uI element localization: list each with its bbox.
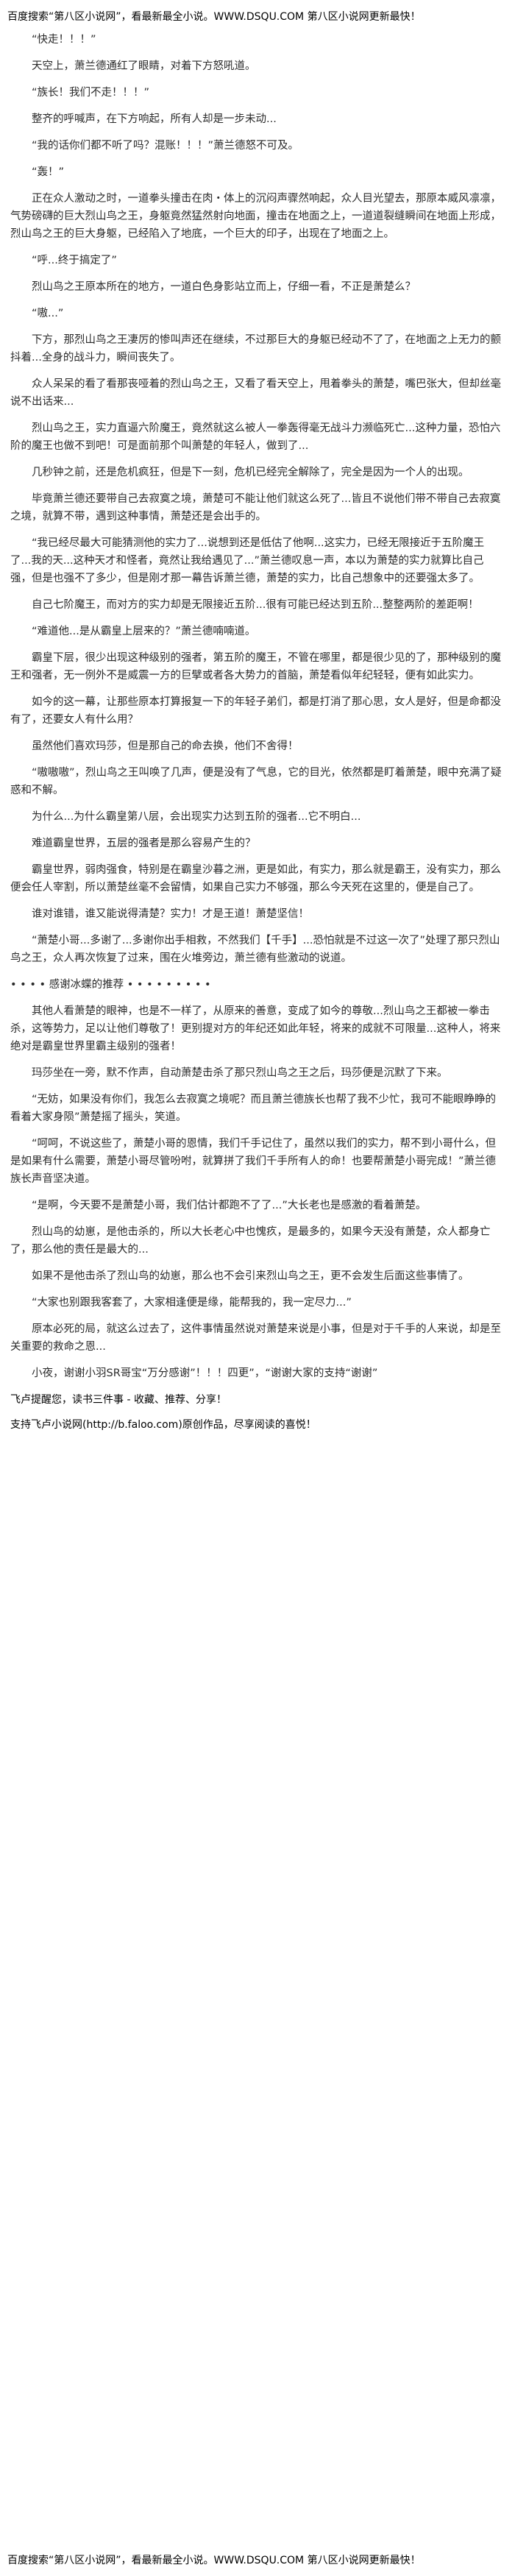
para-19: 霸皇下层，很少出现这种级别的强者，第五阶的魔王，不管在哪里，都是很少见的了，那种… xyxy=(10,652,501,682)
para-23: 为什么...为什么霸皇第八层，会出现实力达到五阶的强者...它不明白... xyxy=(32,811,361,823)
para-26: 谁对谁错，谁又能说得清楚？实力！才是王道！萧楚坚信！ xyxy=(32,908,309,920)
para-16: “我已经尽最大可能猜测他的实力了...说想到还是低估了他啊...这实力，已经无限… xyxy=(10,537,485,584)
para-18: “难道他...是从霸皇上层来的？”萧兰德喃喃道。 xyxy=(32,626,256,637)
para-13: 烈山鸟之王，实力直逼六阶魔王，竟然就这么被人一拳轰得毫无战斗力濒临死亡...这种… xyxy=(10,422,501,452)
site-banner-top: 百度搜索“第八区小说网”，看最新最全小说。WWW.DSQU.COM 第八区小说网… xyxy=(7,11,421,23)
para-36: “大家也别跟我客套了，大家相逢便是缘，能帮我的，我一定尽力...” xyxy=(32,1297,352,1309)
para-27: “萧楚小哥...多谢了...多谢你出手相救，不然我们【千手】...恐怕就是不过这… xyxy=(10,935,500,964)
para-1: “快走！！！” xyxy=(32,34,96,46)
para-30: 玛莎坐在一旁，默不作声，自动萧楚击杀了那只烈山鸟之王之后，玛莎便是沉默了下来。 xyxy=(32,1067,448,1079)
site-banner-bottom: 百度搜索“第八区小说网”，看最新最全小说。WWW.DSQU.COM 第八区小说网… xyxy=(7,2555,421,2566)
para-35: 如果不是他击杀了烈山鸟的幼崽，那么也不会引来烈山鸟之王，更不会发生后面这些事情了… xyxy=(32,1270,469,1282)
para-12: 众人呆呆的看了看那丧哑着的烈山鸟之王，又看了看天空上，甩着拳头的萧楚，嘴巴张大，… xyxy=(10,378,501,408)
para-14: 几秒钟之前，还是危机疯狂，但是下一刻，危机已经完全解除了，完全是因为一个人的出现… xyxy=(32,467,469,478)
para-8: “呼...终于搞定了” xyxy=(32,255,117,266)
para-7: 正在众人激动之时，一道拳头撞击在肉・体上的沉闷声骤然响起，众人目光望去，那原本威… xyxy=(10,193,501,240)
para-33: “是啊，今天要不是萧楚小哥，我们估计都跑不了了...”大长老也是感激的看着萧楚。 xyxy=(32,1200,427,1211)
para-15: 毕竟萧兰德还要带自己去寂寞之境，萧楚可不能让他们就这么死了...皆且不说他们带不… xyxy=(10,493,501,523)
article-body: “快走！！！” 天空上，萧兰德通红了眼睛，对着下方怒吼道。 “族长！我们不走！！… xyxy=(10,31,503,2548)
para-38: 小夜，谢谢小羽SR哥宝“万分感谢”！！！四更”，“谢谢大家的支持“谢谢” xyxy=(32,1367,378,1379)
para-11: 下方，那烈山鸟之王凄厉的惨叫声还在继续，不过那巨大的身躯已经动不了了，在地面之上… xyxy=(10,334,501,364)
para-22: “嗷嗷嗷”，烈山鸟之王叫唤了几声，便是没有了气息，它的目光，依然都是盯着萧楚，眼… xyxy=(10,767,502,796)
para-28: • • • • 感谢冰蝶的推荐 • • • • • • • • • xyxy=(10,979,211,991)
para-37: 原本必死的局，就这么过去了，这件事情虽然说对萧楚来说是小事，但是对于千手的人来说… xyxy=(10,1323,501,1353)
para-34: 烈山鸟的幼崽，是他击杀的，所以大长老心中也愧疚，是最多的，如果今天没有萧楚，众人… xyxy=(10,1226,491,1256)
para-9: 烈山鸟之王原本所在的地方，一道白色身影站立而上，仔细一看，不正是萧楚么？ xyxy=(32,281,416,293)
para-32: “呵呵，不说这些了，萧楚小哥的恩情，我们千手记住了，虽然以我们的实力，帮不到小哥… xyxy=(10,1138,497,1185)
para-21: 虽然他们喜欢玛莎，但是那自己的命去换，他们不舍得！ xyxy=(32,740,299,752)
para-25: 霸皇世界，弱肉强食，特别是在霸皇沙暮之洲，更是如此，有实力，那么就是霸王，没有实… xyxy=(10,864,501,894)
para-10: “嗷...” xyxy=(32,308,64,319)
para-3: “族长！我们不走！！！” xyxy=(32,87,150,99)
faloo-reminder: 飞卢提醒您，读书三件事 - 收藏、推荐、分享！ xyxy=(10,1394,227,1406)
para-24: 难道霸皇世界，五层的强者是那么容易产生的？ xyxy=(32,838,256,849)
para-20: 如今的这一幕，让那些原本打算报复一下的年轻子弟们，都是打消了那心思，女人是好，但… xyxy=(10,696,501,726)
para-17: 自己七阶魔王，而对方的实力却是无限接近五阶...很有可能已经达到五阶...整整两… xyxy=(32,599,479,611)
para-5: “我的话你们都不听了吗？混账！！！”萧兰德怒不可及。 xyxy=(32,140,299,152)
para-6: “轰！” xyxy=(32,166,65,178)
para-4: 整齐的呼喊声，在下方响起，所有人却是一步未动... xyxy=(32,113,277,125)
para-31: “无妨，如果没有你们，我怎么去寂寞之境呢？而且萧兰德族长也帮了我不少忙，我可不能… xyxy=(10,1094,497,1123)
faloo-support: 支持飞卢小说网(http://b.faloo.com)原创作品，尽享阅读的喜悦！ xyxy=(10,1419,316,1431)
para-2: 天空上，萧兰德通红了眼睛，对着下方怒吼道。 xyxy=(32,60,256,72)
para-29: 其他人看萧楚的眼神，也是不一样了，从原来的善意，变成了如今的尊敬...烈山鸟之王… xyxy=(10,1005,501,1052)
